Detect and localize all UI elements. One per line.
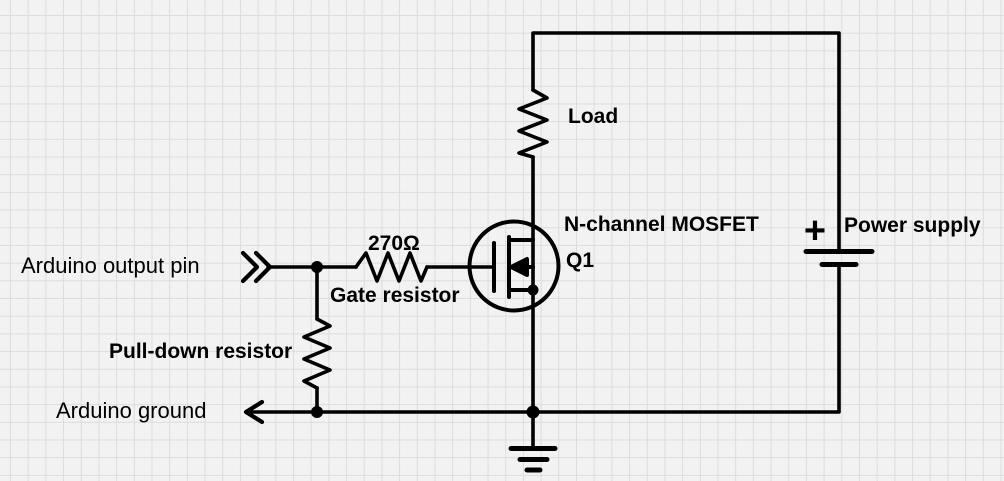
arduino-ground-label: Arduino ground: [56, 398, 207, 423]
bottom-rail-wire: [244, 263, 841, 414]
load-resistor-symbol: [517, 88, 549, 159]
battery-plus-sign: +: [803, 209, 827, 252]
pulldown-resistor-symbol: [302, 317, 332, 390]
junction-dot-ground-mid: [526, 405, 540, 419]
ground-arrow-icon: [243, 399, 265, 425]
pull-down-resistor-label: Pull-down resistor: [109, 340, 293, 363]
junction-dot-gate: [311, 261, 323, 273]
load-label: Load: [568, 105, 619, 128]
ground-symbol: [508, 410, 558, 473]
mosfet-body-arrow: [509, 257, 529, 277]
battery-symbol: [803, 249, 875, 267]
power-supply-label: Power supply: [844, 214, 981, 237]
mosfet-circle: [467, 219, 561, 313]
arduino-output-pin-label: Arduino output pin: [21, 253, 200, 278]
gate-resistor-value-label: 270Ω: [368, 232, 420, 255]
mosfet-type-label: N-channel MOSFET: [564, 213, 759, 236]
gate-resistor-symbol: [354, 251, 429, 283]
gate-resistor-name-label: Gate resistor: [330, 284, 460, 307]
output-pin-chevron-icon: [240, 250, 273, 284]
top-rail-wire: [531, 31, 841, 253]
mosfet-designator-label: Q1: [566, 249, 595, 272]
mosfet-symbol: [467, 219, 561, 313]
mosfet-source-dot: [527, 284, 539, 296]
junction-dot-ground-left: [311, 406, 323, 418]
